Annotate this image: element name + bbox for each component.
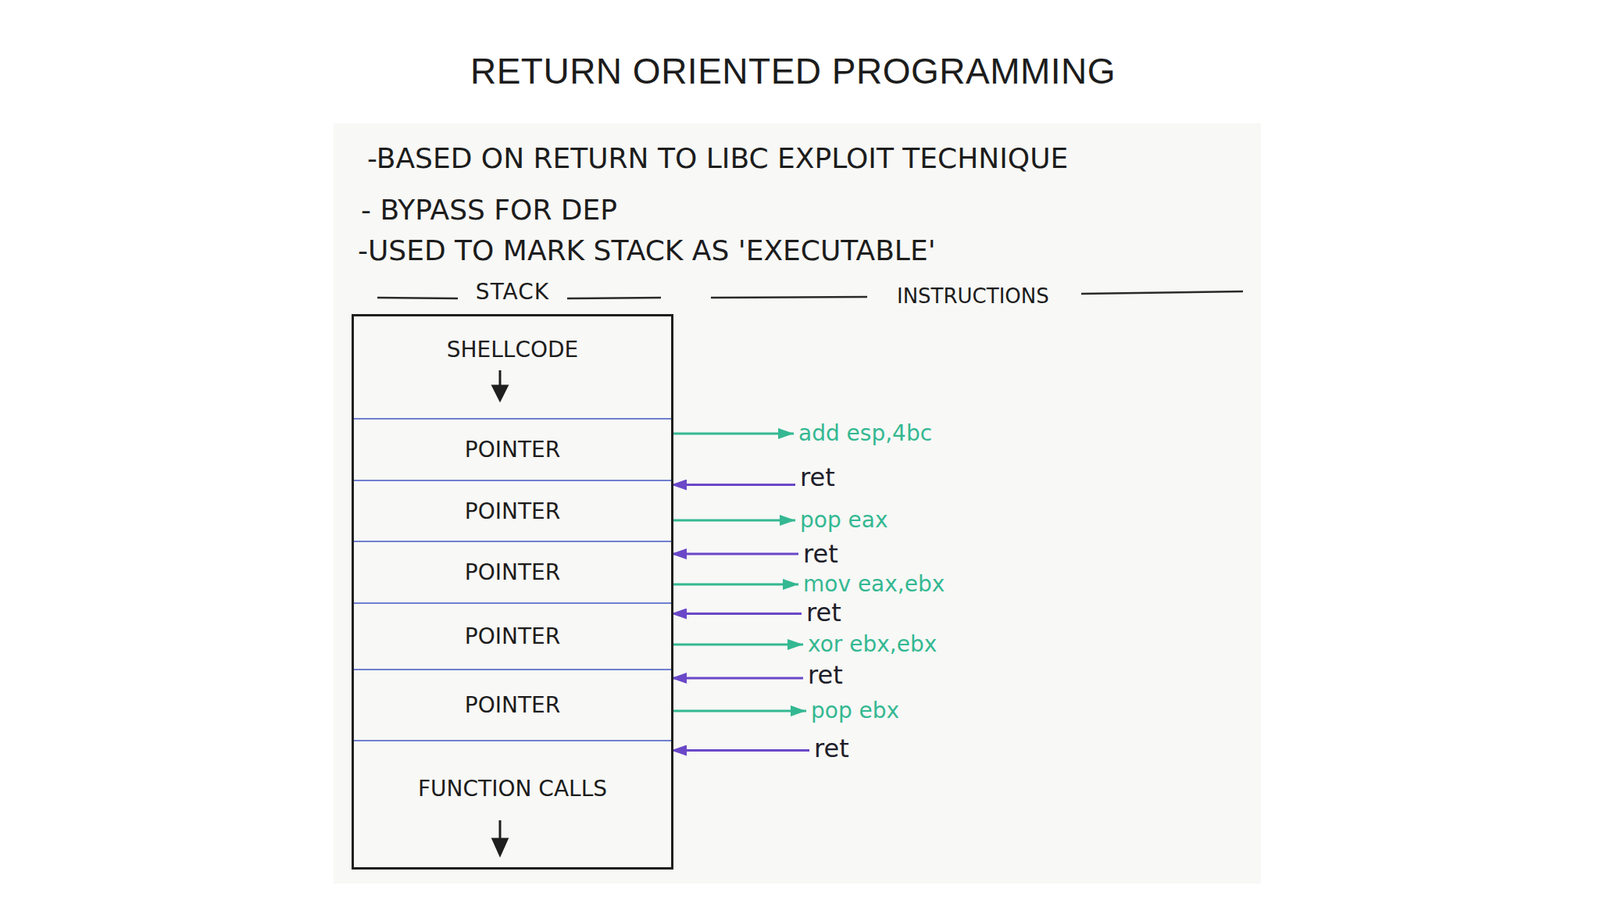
stack-frame: STACKSHELLCODEPOINTERPOINTERPOINTERPOINT…	[351, 314, 674, 870]
title: RETURN ORIENTED PROGRAMMING	[470, 50, 1116, 93]
cell-label: POINTER	[464, 623, 561, 650]
instruction: add esp,4bc	[798, 422, 933, 445]
instruction-text: pop eax	[795, 509, 893, 532]
instruction-text: ret	[798, 541, 843, 567]
stack-heading: STACK	[353, 278, 672, 305]
instruction: ret	[800, 464, 836, 490]
instruction-text: ret	[803, 662, 848, 688]
stack-cell: POINTER	[353, 668, 672, 740]
stack-cell: POINTER	[353, 540, 672, 603]
stack-cell: POINTER	[353, 602, 672, 669]
stack-cell: POINTER	[353, 479, 672, 541]
gadget-arrow	[671, 432, 794, 436]
gadget-arrow	[671, 710, 807, 713]
instruction: ret	[803, 541, 839, 567]
return-arrow	[671, 483, 796, 486]
return-arrow	[671, 677, 804, 680]
board-ground	[333, 123, 1261, 884]
instruction: ret	[806, 600, 842, 625]
cell-label: FUNCTION CALLS	[417, 775, 608, 802]
instruction: ret	[807, 662, 843, 688]
return-arrow	[671, 553, 799, 556]
instruction: ret	[814, 735, 850, 761]
instruction: pop eax	[800, 509, 889, 532]
cell-label: POINTER	[464, 559, 561, 586]
instruction: mov eax,ebx	[803, 573, 945, 596]
instruction-text: ret	[809, 735, 854, 761]
cell-label: POINTER	[464, 692, 561, 718]
instruction: pop ebx	[810, 700, 900, 722]
gadget-arrow	[671, 643, 804, 647]
bullet-note: -BASED ON RETURN TO LIBC EXPLOIT TECHNIQ…	[367, 142, 1068, 175]
return-arrow	[671, 612, 802, 615]
bullet-note: -USED TO MARK STACK AS 'EXECUTABLE'	[357, 234, 936, 267]
gadget-arrow	[671, 583, 799, 586]
bullet-note: - BYPASS FOR DEP	[360, 193, 618, 226]
instruction-text: pop ebx	[806, 700, 904, 722]
cell-label: SHELLCODE	[446, 336, 579, 363]
instruction: xor ebx,ebx	[807, 633, 937, 656]
gadget-arrow	[671, 519, 796, 522]
instruction-text: mov eax,ebx	[798, 573, 950, 596]
stack-cell: FUNCTION CALLS	[353, 739, 672, 868]
column-heading: INSTRUCTIONS	[896, 284, 1050, 308]
instruction-text: ret	[801, 600, 847, 625]
stack-cell: SHELLCODE	[353, 316, 672, 418]
cell-label: POINTER	[464, 498, 561, 525]
instruction-text: add esp,4bc	[793, 422, 937, 445]
instruction-text: ret	[795, 464, 840, 490]
cell-label: POINTER	[464, 436, 561, 463]
stack-cell: POINTER	[353, 417, 672, 480]
return-arrow	[671, 749, 810, 752]
instruction-text: xor ebx,ebx	[803, 633, 942, 656]
